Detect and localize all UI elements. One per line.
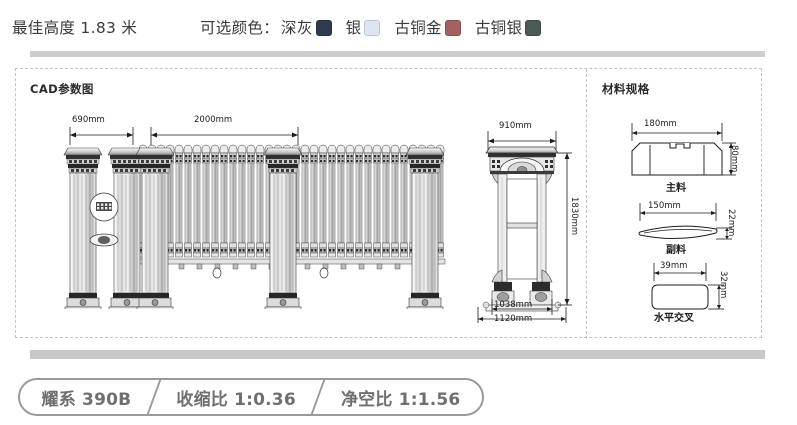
best-height-label: 最佳高度 1.83 米 <box>12 19 138 37</box>
color-name-0: 深灰 <box>281 19 313 37</box>
material-1-name: 副料 <box>666 245 686 256</box>
color-swatch-1[interactable] <box>364 20 381 36</box>
color-swatch-3[interactable] <box>525 20 542 36</box>
material-profile-1-drawing <box>638 203 732 240</box>
dim-base-outer: 1120mm <box>494 314 533 324</box>
color-name-1: 银 <box>345 19 362 37</box>
cad-panel-title: CAD参数图 <box>30 82 94 96</box>
color-swatch-0[interactable] <box>315 20 332 36</box>
bottom-divider-bar <box>30 350 765 359</box>
gate-post-4 <box>263 147 303 309</box>
top-divider-bar <box>30 51 765 57</box>
dim-material-0-width: 180mm <box>644 119 677 129</box>
material-profile-0-drawing <box>631 123 736 176</box>
material-panel-title: 材料规格 <box>602 82 650 96</box>
color-options: 可选颜色： 深灰 银 古铜金 古铜银 <box>200 14 553 42</box>
gate-side-section-drawing <box>477 131 572 323</box>
gate-front-elevation-drawing <box>63 127 446 309</box>
dim-material-1-height: 22mm <box>726 209 736 237</box>
dim-span-width: 2000mm <box>194 115 233 125</box>
dim-base-inner: 1038mm <box>494 300 533 310</box>
color-name-3: 古铜银 <box>474 19 523 37</box>
color-option-1[interactable]: 银 <box>346 14 393 42</box>
gate-post-5 <box>405 147 445 309</box>
product-summary-badge: 耀系 390B 收缩比 1:0.36 净空比 1:1.56 <box>18 378 484 416</box>
badge-model: 耀系 390B <box>41 389 132 410</box>
color-option-3[interactable]: 古铜银 <box>475 14 553 42</box>
badge-contraction-ratio: 收缩比 1:0.36 <box>176 389 296 410</box>
color-name-2: 古铜金 <box>394 19 442 37</box>
cad-drawing-panel: CAD参数图 材料规格 <box>15 68 762 339</box>
dim-material-2-width: 39mm <box>660 261 688 271</box>
material-2-name: 水平交叉 <box>654 313 694 324</box>
badge-clearance-ratio: 净空比 1:1.56 <box>340 389 461 410</box>
dim-column-width: 690mm <box>72 115 105 125</box>
dim-material-2-height: 32mm <box>718 271 728 299</box>
spec-header: 最佳高度 1.83 米 可选颜色： 深灰 银 古铜金 古铜银 <box>0 14 797 42</box>
color-option-2[interactable]: 古铜金 <box>394 14 472 42</box>
color-option-0[interactable]: 深灰 <box>281 14 344 42</box>
dim-side-height: 1830mm <box>569 197 579 236</box>
panel-vertical-divider <box>586 69 587 339</box>
gate-post-1 <box>63 147 103 309</box>
dim-side-top-width: 910mm <box>499 121 532 131</box>
dim-material-0-height: 80mm <box>729 145 739 173</box>
color-swatch-2[interactable] <box>444 20 461 36</box>
material-profile-2-drawing <box>651 263 724 310</box>
material-0-name: 主料 <box>666 183 686 194</box>
dim-material-1-width: 150mm <box>648 201 681 211</box>
color-options-label: 可选颜色： <box>200 19 280 37</box>
